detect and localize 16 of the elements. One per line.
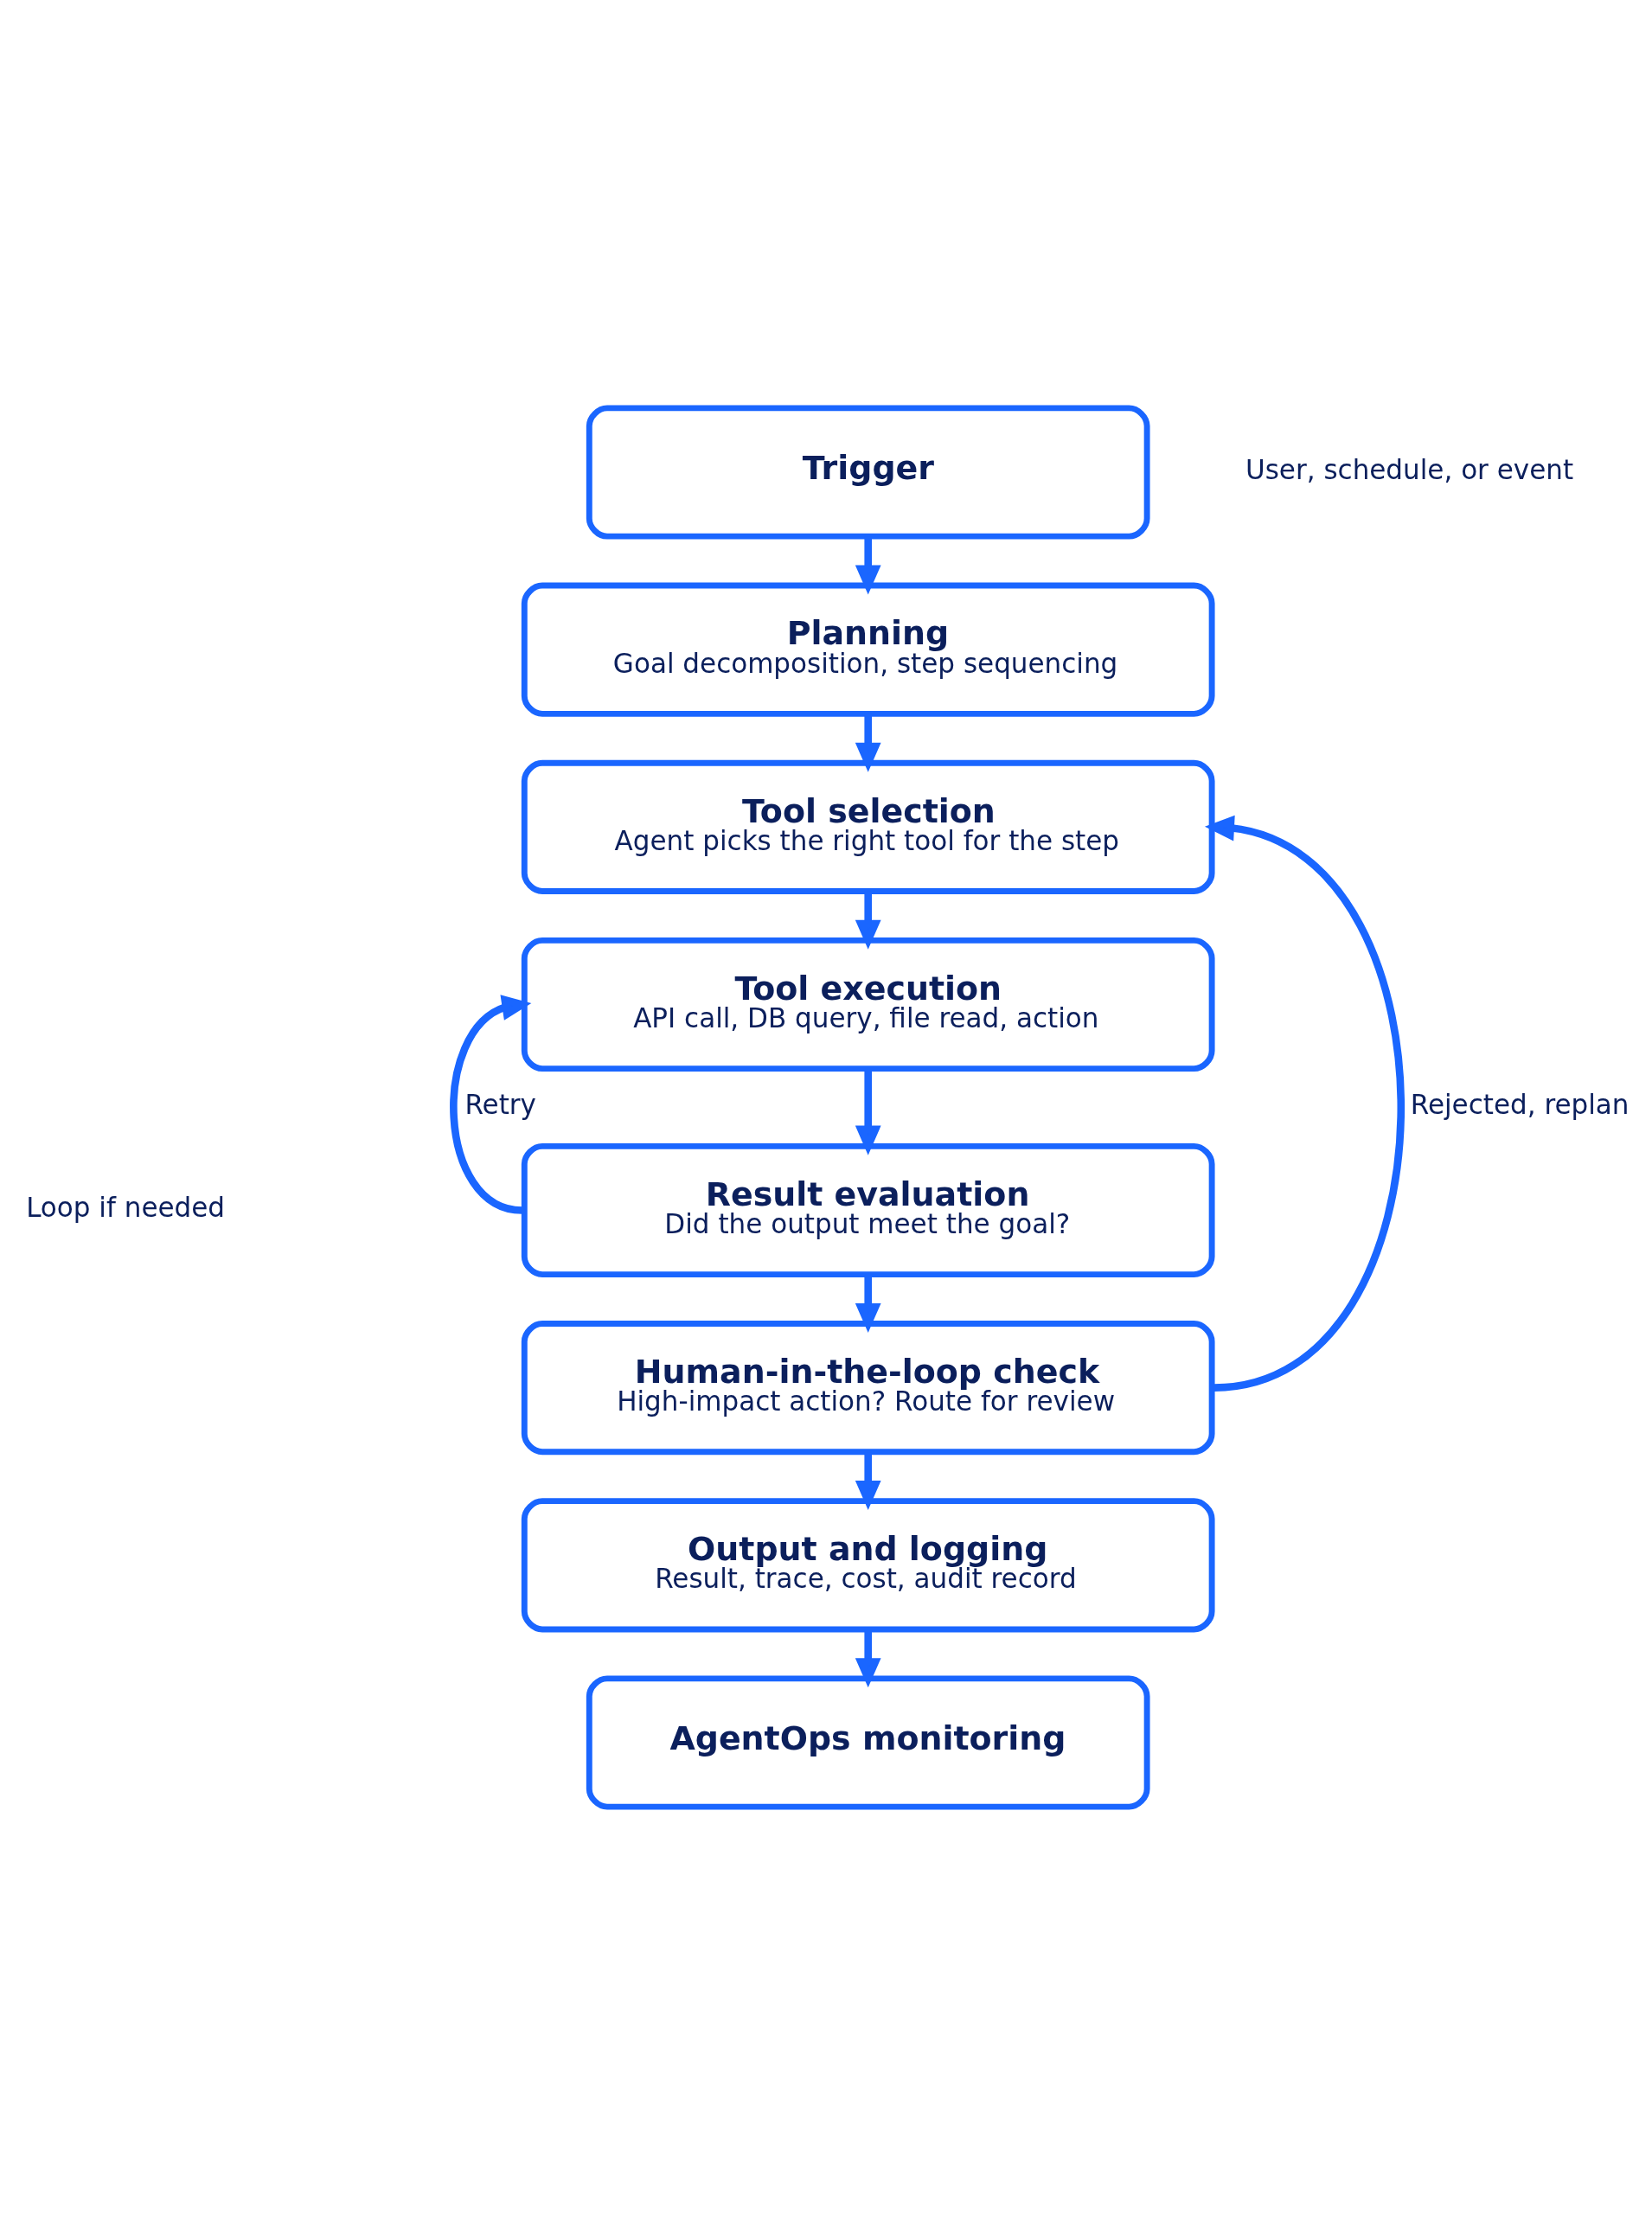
node-box: Result evaluation Did the output meet the goal? [521, 1142, 1215, 1277]
edge-label: Retry [464, 1088, 536, 1120]
node-label: User, schedule, or event [1245, 453, 1574, 485]
arrow [450, 994, 532, 1214]
node-box: Human-in-the-loop check High-impact action? Route for review [521, 1320, 1215, 1455]
arrow [855, 536, 881, 594]
arrow [855, 713, 881, 772]
node-box: AgentOps monitoring [586, 1674, 1150, 1810]
arrow [1204, 815, 1405, 1392]
node-box: Trigger [586, 404, 1150, 540]
node-box: Tool selection Agent picks the right tool for the step [521, 759, 1215, 894]
node-box: Planning Goal decomposition, step sequencing [521, 582, 1215, 717]
node-box: Output and logging Result, trace, cost, audit record [521, 1497, 1215, 1632]
node-box: Tool execution API call, DB query, file read, action [521, 937, 1215, 1072]
label: Loop if needed [26, 1191, 226, 1223]
edge-label: Rejected, replan [1410, 1088, 1630, 1120]
